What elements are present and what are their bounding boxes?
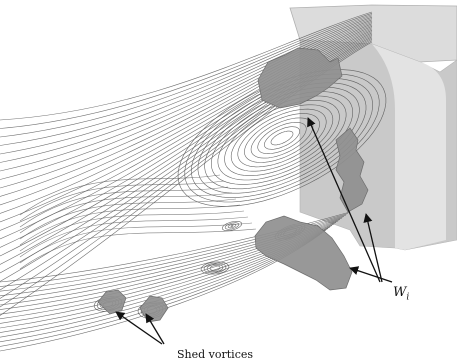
- streamline-recirculation-loop: [271, 131, 293, 145]
- bluff-body-block: [290, 5, 457, 250]
- shed-vortices-label: Shed vortices: [177, 348, 253, 361]
- streamline-recirculation-loop: [264, 127, 299, 150]
- streamline-bubble-outflow: [20, 229, 256, 269]
- arrow-wi-to-lower: [350, 268, 392, 282]
- streamline-bubble-outflow: [20, 199, 236, 239]
- streamline-bubble-outflow: [20, 205, 240, 245]
- wi-subscript: i: [406, 293, 409, 303]
- wi-label: Wi: [393, 285, 409, 303]
- vortex-structure-small-1: [98, 290, 126, 314]
- streamline-bubble-outflow: [20, 175, 220, 215]
- vortex-structure-lower: [255, 216, 352, 290]
- streamline-small-vortex: [231, 226, 233, 227]
- wi-symbol: W: [393, 285, 406, 300]
- streamline-bubble-outflow: [20, 223, 252, 263]
- streamline-recirculation-loop: [258, 122, 307, 153]
- streamline-bubble-outflow: [20, 211, 244, 251]
- vortex-structure-small-2: [140, 296, 168, 322]
- streamline-bubble-outflow: [20, 217, 248, 257]
